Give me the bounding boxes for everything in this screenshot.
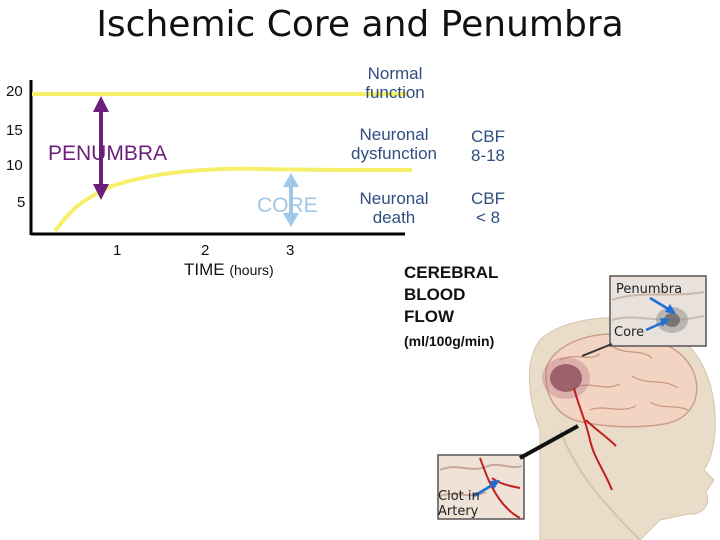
normal-function-line2: function <box>365 83 425 102</box>
core-pointer-line <box>645 320 665 332</box>
core-region <box>664 313 680 327</box>
y-tick-5: 5 <box>17 194 26 211</box>
cbf-death-line1: CBF <box>471 189 505 208</box>
x-axis-unit: (hours) <box>229 262 274 278</box>
cerebral-blood-flow-label: CEREBRAL BLOOD FLOW <box>404 262 498 328</box>
x-tick-1: 1 <box>113 242 122 259</box>
slide-title: Ischemic Core and Penumbra <box>96 4 624 45</box>
clot-pointer-line <box>473 482 495 498</box>
y-tick-15: 15 <box>6 122 23 139</box>
neuronal-dysfunction-line1: Neuronal <box>359 125 429 144</box>
cbf-death-label: CBF < 8 <box>460 189 516 227</box>
x-tick-3: 3 <box>286 242 295 259</box>
inset-core-label: Core <box>614 325 645 340</box>
cbf-death-line2: < 8 <box>475 208 501 227</box>
cbf-dysfunction-line1: CBF <box>471 127 505 146</box>
normal-function-label: Normal function <box>350 64 440 102</box>
inset-connector-bottom <box>519 424 579 460</box>
neuronal-dysfunction-label: Neuronal dysfunction <box>335 125 453 163</box>
y-tick-20: 20 <box>6 83 23 100</box>
penumbra-pointer-head <box>665 304 676 314</box>
x-axis-title: TIME <box>184 260 225 279</box>
penumbra-pointer-line <box>649 296 671 312</box>
neuronal-death-line1: Neuronal <box>359 189 429 208</box>
artery <box>573 387 617 491</box>
penumbra-core-inset <box>609 275 707 347</box>
clot-label: Clot in Artery <box>438 489 480 519</box>
normal-function-line1: Normal <box>367 64 423 83</box>
cbf-dysfunction-label: CBF 8-18 <box>460 127 516 165</box>
cbf-title-line2: BLOOD <box>404 285 466 304</box>
inset-penumbra-label: Penumbra <box>616 282 683 297</box>
penumbra-arrow-up-head <box>93 96 109 112</box>
clot-pointer-head <box>490 480 500 489</box>
neuronal-death-line2: death <box>372 208 416 227</box>
neuronal-dysfunction-line2: dysfunction <box>351 144 437 163</box>
y-tick-10: 10 <box>6 157 23 174</box>
penumbra-arrow-down-head <box>93 184 109 200</box>
cbf-title-line1: CEREBRAL <box>404 263 499 282</box>
core-pointer-head <box>660 318 670 327</box>
x-tick-2: 2 <box>201 242 210 259</box>
inset-connector-top <box>581 343 613 357</box>
cbf-title-line3: FLOW <box>404 307 455 326</box>
penumbra-label: PENUMBRA <box>48 142 168 165</box>
core-label: CORE <box>257 194 318 217</box>
cbf-dysfunction-line2: 8-18 <box>470 146 506 165</box>
core-arrow-up-head <box>283 173 299 187</box>
clot-label-line1: Clot in <box>438 489 480 504</box>
neuronal-death-label: Neuronal death <box>348 189 440 227</box>
core-arrow-down-head <box>283 213 299 227</box>
cbf-unit: (ml/100g/min) <box>404 333 495 349</box>
clot-label-line2: Artery <box>438 504 479 519</box>
core-threshold-curve <box>53 166 413 233</box>
x-axis-label: TIME (hours) <box>184 260 274 280</box>
clot-artery <box>479 457 521 519</box>
ischemic-area <box>550 364 582 392</box>
